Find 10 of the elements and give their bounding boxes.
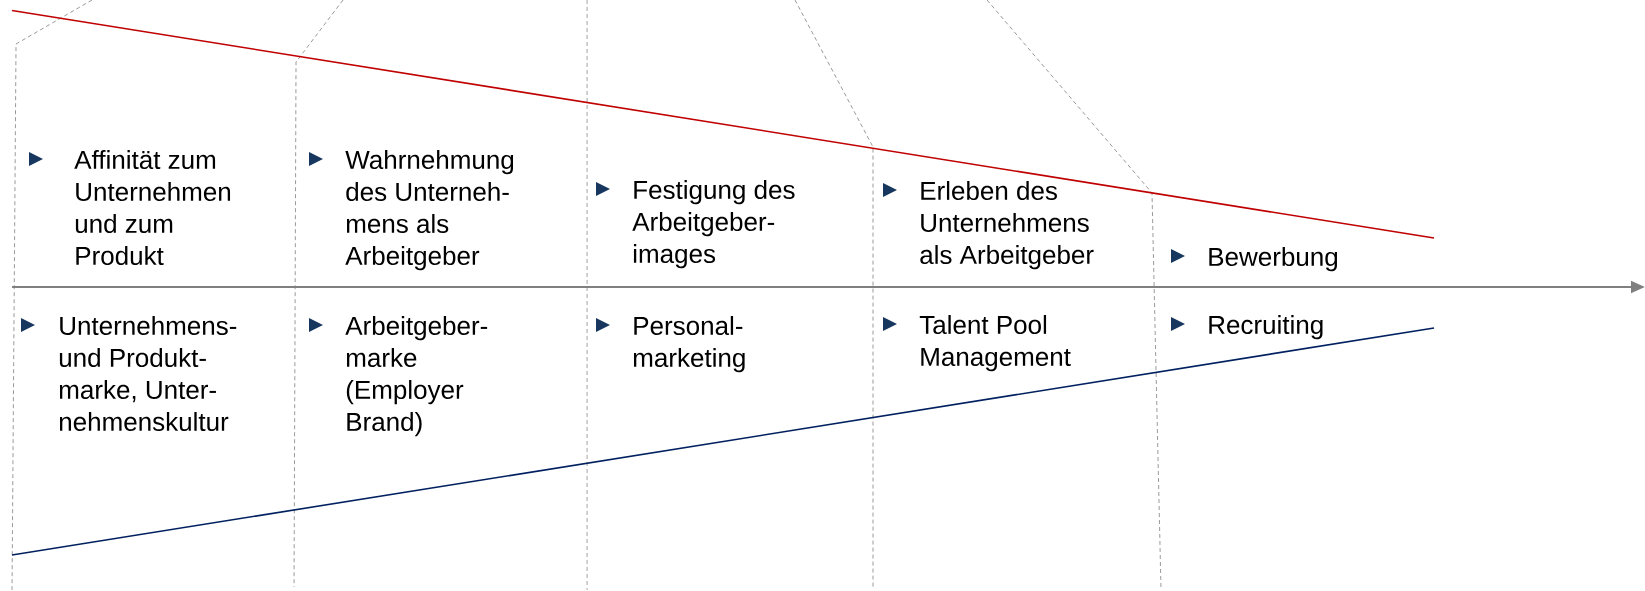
bullet-text: Festigung des Arbeitgeber- images (632, 180, 795, 269)
bullet-text: Wahrnehmung des Unterneh- mens als Arbeitgeber (345, 150, 514, 271)
bullet-text: Personal- marketing (633, 316, 745, 373)
bullet-text: Talent Pool Management (919, 315, 1071, 372)
bullet-text: Affinität zum Unternehmen und zum Produkt (74, 150, 231, 266)
bullet-text: Arbeitgeber- marke (Employer Brand) (345, 316, 488, 437)
bullet-text: Recruiting (1209, 315, 1323, 340)
bullet-text: Unternehmens- und Produkt- marke, Unter- nehmenskultur (59, 316, 237, 432)
bullet-text: Bewerbung (1209, 247, 1338, 272)
bullet-text: Erleben des Unternehmens als Arbeitgeber (920, 181, 1094, 270)
